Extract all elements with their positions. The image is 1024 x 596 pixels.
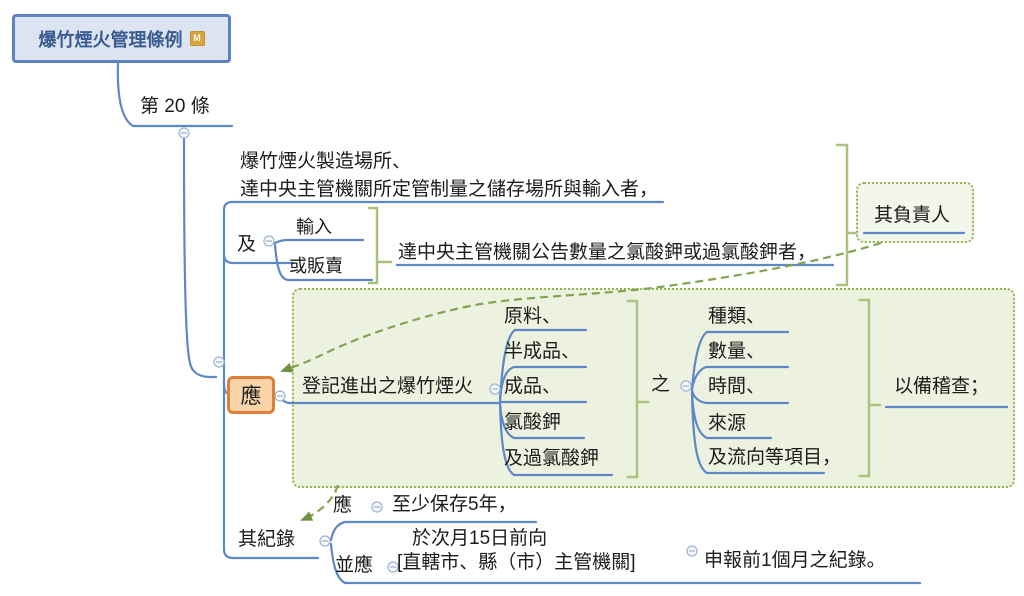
attribute-topic[interactable]: 來源 [708, 413, 747, 434]
attribute-topic[interactable]: 數量、 [708, 341, 766, 362]
material-topic[interactable]: 成品、 [504, 376, 562, 397]
material-topic[interactable]: 氯酸鉀 [504, 412, 562, 433]
collapse-buttons[interactable] [178, 127, 698, 573]
article-topic[interactable]: 第 20 條 [140, 96, 210, 117]
report-target-line2: [直轄市、縣（市）主管機關] [397, 552, 636, 573]
collapse-button [387, 561, 399, 573]
purpose-topic[interactable]: 以備稽查； [894, 376, 990, 397]
collapse-button [686, 545, 698, 557]
keep-detail-topic[interactable]: 至少保存5年， [392, 494, 517, 515]
collapse-button [489, 383, 501, 395]
arrow-responsible-to-should [280, 241, 882, 373]
premises-line1: 爆竹煙火製造場所、 [240, 151, 412, 172]
register-topic[interactable]: 登記進出之爆竹煙火 [302, 376, 474, 397]
registration-boundary[interactable] [292, 288, 1015, 488]
report-target-topic[interactable]: 於次月15日前向 [直轄市、縣（市）主管機關] [397, 527, 636, 575]
attribute-topic[interactable]: 種類、 [708, 306, 766, 327]
collapse-button [274, 390, 286, 402]
collapse-button [178, 127, 190, 139]
attribute-topic[interactable]: 時間、 [708, 376, 766, 397]
or-sell-topic[interactable]: 或販賣 [289, 256, 343, 276]
report-topic[interactable]: 並應 [335, 555, 374, 576]
report-detail-topic[interactable]: 申報前1個月之紀錄。 [704, 550, 886, 571]
of-topic[interactable]: 之 [651, 374, 671, 395]
material-topic[interactable]: 及過氯酸鉀 [504, 448, 600, 469]
material-topic[interactable]: 半成品、 [504, 341, 581, 362]
quantity-summary-topic[interactable]: 達中央主管機關公告數量之氯酸鉀或過氯酸鉀者， [398, 242, 817, 263]
import-topic[interactable]: 輸入 [296, 217, 332, 237]
arrow-boundary-to-records [300, 484, 340, 522]
collapse-button [319, 535, 331, 547]
and-topic[interactable]: 及 [237, 234, 257, 255]
marker-icon[interactable]: M [189, 31, 205, 46]
should-topic-label: 應 [240, 385, 262, 408]
report-target-line1: 於次月15日前向 [412, 528, 548, 549]
should-topic[interactable]: 應 [227, 376, 275, 414]
collapse-button [213, 356, 225, 368]
premises-topic[interactable]: 爆竹煙火製造場所、 達中央主管機關所定管制量之儲存場所與輸入者， [240, 148, 658, 204]
relationship-arrows[interactable] [280, 241, 882, 522]
records-topic[interactable]: 其紀錄 [238, 529, 296, 550]
collapse-button [371, 501, 383, 513]
material-topic[interactable]: 原料、 [504, 306, 562, 327]
root-topic[interactable]: 爆竹煙火管理條例 M [12, 14, 231, 63]
responsible-topic[interactable]: 其負責人 [874, 205, 951, 226]
collapse-button [263, 235, 275, 247]
keep-topic[interactable]: 應 [333, 495, 353, 516]
root-topic-label: 爆竹煙火管理條例 [38, 29, 183, 50]
branch-lines [116, 61, 1009, 585]
premises-line2: 達中央主管機關所定管制量之儲存場所與輸入者， [240, 179, 659, 200]
attribute-topic[interactable]: 及流向等項目， [708, 447, 842, 468]
summary-brackets [367, 143, 882, 479]
collapse-button [680, 380, 692, 392]
